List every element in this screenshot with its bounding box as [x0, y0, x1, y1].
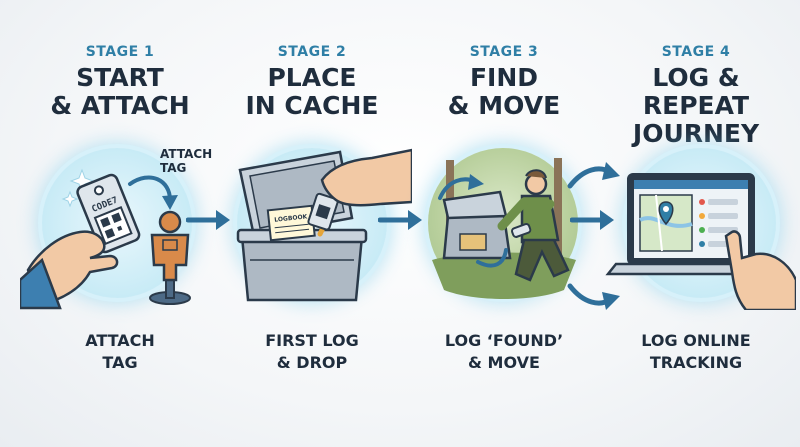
hand-tag-icon: CODE7 — [20, 168, 191, 310]
stage-title: LOG & REPEAT JOURNEY — [632, 63, 760, 148]
curved-arrow-icon — [567, 162, 620, 189]
laptop-map-icon — [605, 173, 796, 310]
stage-label: STAGE 3 — [469, 44, 539, 60]
flow-arrow-icon — [186, 210, 230, 230]
stage-caption: FIRST LOG & DROP — [265, 331, 359, 372]
stage-3: STAGE 3 FIND & MOVE LOG ‘FOUND’ & MOVE — [404, 0, 604, 447]
stage-caption: LOG ONLINE TRACKING — [641, 331, 751, 372]
stage-label: STAGE 1 — [85, 44, 155, 60]
curved-arrow-icon — [567, 283, 620, 310]
stage-2: STAGE 2 PLACE IN CACHE LOGBOOK FIRST LOG… — [212, 0, 412, 447]
stage-title: FIND & MOVE — [447, 63, 561, 120]
flow-arrow-icon — [378, 210, 422, 230]
stage-caption: ATTACH TAG — [85, 331, 155, 372]
stage-4: STAGE 4 LOG & REPEAT JOURNEY LOG ONLINE … — [596, 0, 796, 447]
stage-title: PLACE IN CACHE — [245, 63, 379, 120]
hiker-icon — [432, 158, 576, 299]
stage-1: STAGE 1 START & ATTACH CODE7 ATTACH TAG — [20, 0, 220, 447]
cache-box-icon: LOGBOOK — [236, 148, 412, 302]
stage-caption: LOG ‘FOUND’ & MOVE — [444, 331, 564, 372]
logbook-text: LOGBOOK — [274, 213, 308, 223]
flow-arrow-icon — [570, 210, 614, 230]
art-label: ATTACH TAG — [160, 147, 213, 175]
stage-title: START & ATTACH — [50, 63, 190, 120]
stage-label: STAGE 2 — [277, 44, 347, 60]
stage-label: STAGE 4 — [661, 44, 731, 60]
